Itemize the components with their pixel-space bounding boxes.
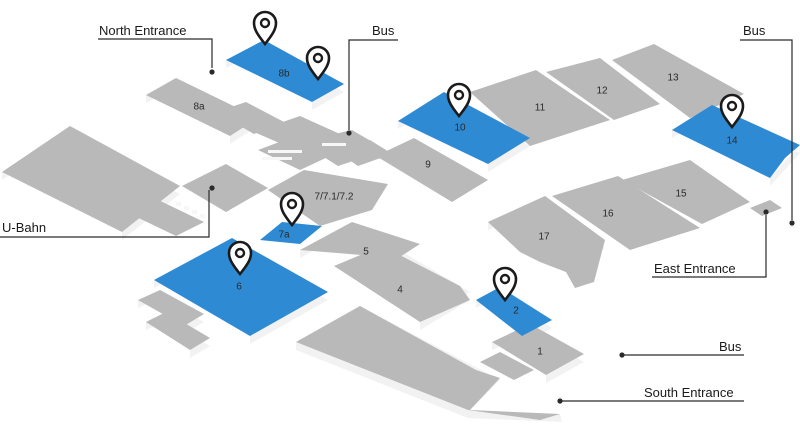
marker-south-entrance (557, 398, 563, 404)
hall-label-1: 1 (537, 347, 543, 358)
leader-bus-top-right (740, 39, 793, 220)
hall-label-13: 13 (667, 73, 679, 84)
hall-south[interactable] (296, 306, 560, 420)
hall-9[interactable] (376, 138, 488, 202)
callouts: North Entrance Bus Bus U-Bahn East Entra… (0, 23, 795, 404)
gray-halls (2, 44, 782, 420)
hall-label-7a: 7a (278, 230, 290, 241)
location-pin-icon[interactable] (227, 240, 253, 277)
hall-label-8a: 8a (193, 102, 205, 113)
hall-service-a[interactable] (182, 164, 268, 212)
marker-north-entrance (209, 69, 215, 75)
leader-bus-top (348, 39, 398, 130)
location-pin-icon[interactable] (492, 266, 518, 303)
hall-7[interactable] (268, 170, 388, 226)
location-pin-icon[interactable] (279, 191, 305, 228)
hall-12[interactable] (546, 58, 660, 120)
hall-label-16: 16 (602, 209, 614, 220)
pavilion-sw-1[interactable] (138, 290, 204, 326)
hall-4[interactable] (334, 246, 470, 322)
callout-south-entrance[interactable]: South Entrance (644, 385, 734, 400)
hall-8a[interactable] (146, 78, 258, 136)
hall-label-10: 10 (454, 123, 466, 134)
location-pin-icon[interactable] (719, 93, 745, 130)
location-pin-icon[interactable] (252, 10, 278, 47)
pavilion-sw-2[interactable] (146, 312, 210, 350)
hall-label-9: 9 (425, 160, 431, 171)
pavilion-south[interactable] (480, 352, 534, 380)
hall-8b-annex[interactable] (216, 102, 284, 134)
hall-label-6: 6 (236, 282, 242, 293)
hall-service-b[interactable] (122, 196, 204, 236)
callout-u-bahn[interactable]: U-Bahn (2, 220, 46, 235)
connector-building-east[interactable] (338, 140, 392, 166)
hall-14[interactable] (672, 105, 800, 178)
connector-building-middle[interactable] (258, 138, 330, 170)
hall-label-15: 15 (675, 189, 687, 200)
hall-2[interactable] (476, 287, 552, 336)
marker-east-entrance (763, 209, 769, 215)
east-kiosk[interactable] (750, 200, 782, 216)
marker-u-bahn (209, 185, 215, 191)
hall-8b[interactable] (226, 40, 344, 102)
callout-north-entrance[interactable]: North Entrance (99, 23, 186, 38)
marker-bus-top (346, 130, 352, 136)
hall-label-8b: 8b (278, 69, 290, 80)
marker-bus-right (619, 352, 625, 358)
hall-1[interactable] (492, 324, 584, 375)
callout-bus-top[interactable]: Bus (372, 23, 395, 38)
callout-bus-top-right[interactable]: Bus (743, 23, 766, 38)
hall-16[interactable] (552, 176, 700, 250)
hall-labels: 8b 8a 10 11 12 13 14 9 7/7.1/7.2 7a 6 5 … (193, 69, 738, 358)
rooftop-pattern (176, 143, 346, 218)
hall-label-7: 7/7.1/7.2 (315, 192, 354, 203)
hall-label-17: 17 (538, 232, 550, 243)
hall-6[interactable] (154, 238, 328, 336)
hall-label-5: 5 (363, 247, 369, 258)
leader-u-bahn (0, 190, 210, 238)
callout-east-entrance[interactable]: East Entrance (654, 261, 736, 276)
location-pins (227, 10, 745, 303)
leader-north-entrance (98, 38, 213, 68)
hall-label-11: 11 (535, 103, 546, 114)
hall-label-4: 4 (397, 285, 403, 296)
highlighted-halls (154, 40, 800, 336)
hall-label-12: 12 (596, 86, 608, 97)
hall-label-2: 2 (513, 306, 519, 317)
hall-10[interactable] (398, 92, 530, 164)
marker-bus-top-right (789, 220, 795, 226)
hall-17[interactable] (488, 196, 605, 288)
leader-east-entrance (652, 215, 767, 278)
hall-label-14: 14 (726, 136, 738, 147)
hall-15[interactable] (622, 160, 750, 224)
location-pin-icon[interactable] (446, 82, 472, 119)
hall-11[interactable] (470, 70, 610, 146)
hall-13[interactable] (612, 44, 744, 118)
callout-bus-right[interactable]: Bus (719, 339, 742, 354)
hall-7a[interactable] (260, 222, 322, 244)
location-pin-icon[interactable] (305, 45, 331, 82)
